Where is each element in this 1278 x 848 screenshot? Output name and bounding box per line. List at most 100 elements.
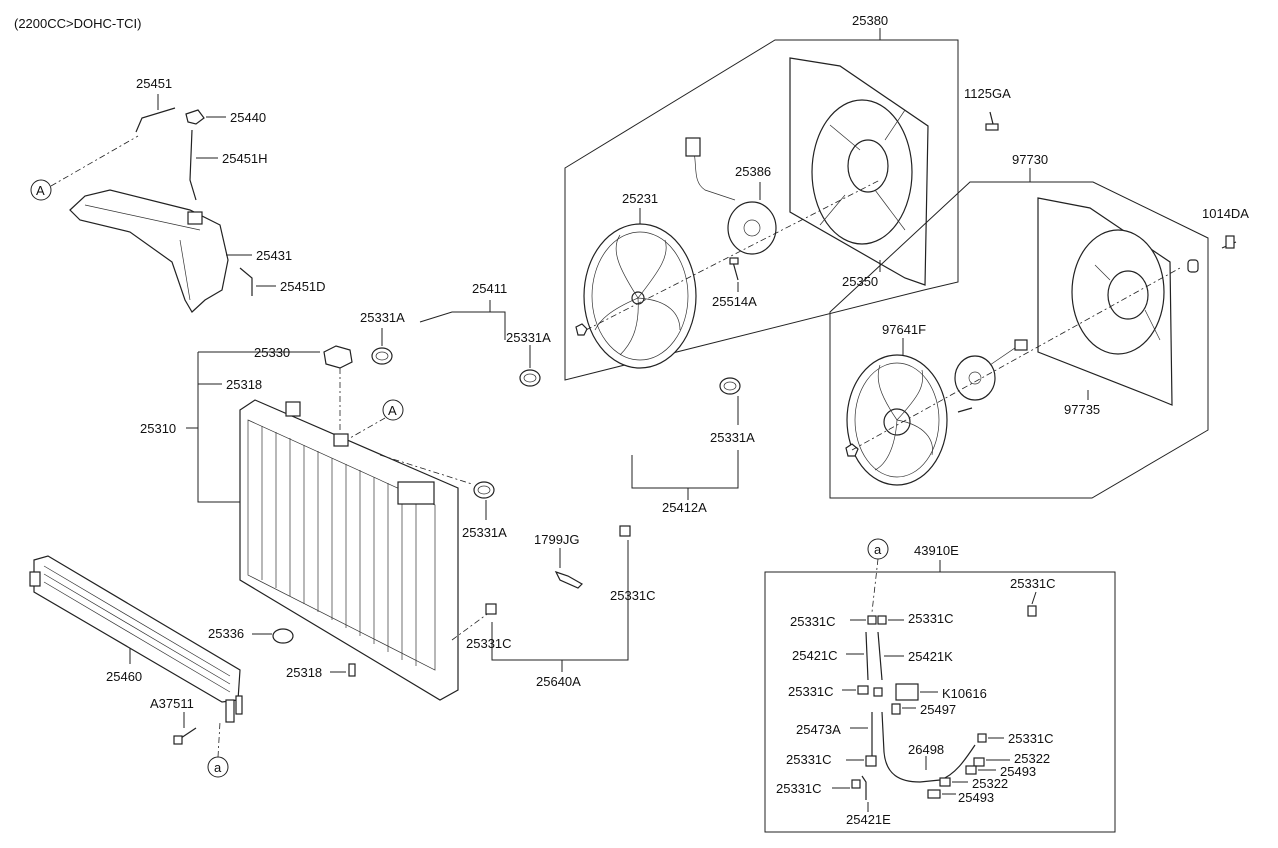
kit-label-25421k[interactable]: 25421K bbox=[908, 649, 953, 664]
ref-label-a-kit: a bbox=[874, 542, 882, 557]
drain-plug-25318[interactable] bbox=[348, 663, 356, 677]
clamp-25331a-2[interactable] bbox=[519, 369, 541, 387]
part-label-25331a-4[interactable]: 25331A bbox=[462, 525, 507, 540]
kit-hose-25421e[interactable] bbox=[851, 775, 867, 800]
part-label-25451h[interactable]: 25451H bbox=[222, 151, 268, 166]
bolt-1014da[interactable] bbox=[1187, 235, 1237, 273]
upper-hose-25411[interactable] bbox=[392, 324, 526, 378]
part-label-25412a[interactable]: 25412A bbox=[662, 500, 707, 515]
part-label-25310[interactable]: 25310 bbox=[140, 421, 176, 436]
radiator-cap-25330[interactable] bbox=[323, 345, 353, 369]
clamp-25331c-1[interactable] bbox=[619, 525, 631, 537]
aux-fan-97641f[interactable] bbox=[846, 354, 948, 486]
kit-label-25322-a[interactable]: 25322 bbox=[1014, 751, 1050, 766]
bolt-a37511[interactable] bbox=[173, 727, 197, 745]
part-label-25460[interactable]: 25460 bbox=[106, 669, 142, 684]
part-label-1014da[interactable]: 1014DA bbox=[1202, 206, 1249, 221]
kit-label-25421c[interactable]: 25421C bbox=[792, 648, 838, 663]
part-label-25411[interactable]: 25411 bbox=[472, 281, 507, 296]
part-label-25231[interactable]: 25231 bbox=[622, 191, 658, 206]
clamp-25331a-1[interactable] bbox=[371, 347, 393, 365]
part-label-97730[interactable]: 97730 bbox=[1012, 152, 1048, 167]
aux-fan-shroud[interactable] bbox=[1037, 197, 1173, 406]
reference-a-mid[interactable] bbox=[382, 399, 404, 421]
clamp-25331a-3[interactable] bbox=[719, 377, 741, 395]
kit-label-25331c-f[interactable]: 25331C bbox=[786, 752, 832, 767]
kit-label-25421e[interactable]: 25421E bbox=[846, 812, 891, 827]
kit-clamp-mid[interactable] bbox=[857, 685, 883, 697]
kit-label-25473a[interactable]: 25473A bbox=[796, 722, 841, 737]
coolant-reservoir-25431[interactable] bbox=[69, 189, 229, 313]
kit-bracket-k10616[interactable] bbox=[891, 683, 919, 715]
clamp-25331a-4[interactable] bbox=[473, 481, 495, 499]
part-label-25331c-1[interactable]: 25331C bbox=[610, 588, 656, 603]
part-label-25640a[interactable]: 25640A bbox=[536, 674, 581, 689]
mount-25336[interactable] bbox=[272, 628, 294, 644]
part-label-25331a-3[interactable]: 25331A bbox=[710, 430, 755, 445]
kit-label-k10616[interactable]: K10616 bbox=[942, 686, 987, 701]
part-label-25336[interactable]: 25336 bbox=[208, 626, 244, 641]
radiator-25310[interactable] bbox=[239, 399, 459, 701]
reference-a-upper[interactable] bbox=[30, 179, 52, 201]
kit-clamp-low[interactable] bbox=[865, 755, 877, 767]
part-label-25440[interactable]: 25440 bbox=[230, 110, 266, 125]
clamp-25331c-2[interactable] bbox=[485, 603, 497, 615]
part-label-97735[interactable]: 97735 bbox=[1064, 402, 1100, 417]
hose-25640a[interactable] bbox=[490, 535, 623, 620]
hose-25451d[interactable] bbox=[239, 267, 253, 296]
cooling-fan-25231[interactable] bbox=[583, 223, 697, 369]
kit-hoses-25421[interactable] bbox=[865, 631, 883, 681]
part-label-25380[interactable]: 25380 bbox=[852, 13, 888, 28]
part-label-25318-top[interactable]: 25318 bbox=[226, 377, 262, 392]
reservoir-cap-25440[interactable] bbox=[185, 109, 205, 125]
kit-label-25331c-right-mid[interactable]: 25331C bbox=[1008, 731, 1054, 746]
aux-fan-box bbox=[829, 181, 1209, 499]
kit-label-25331c-a[interactable]: 25331C bbox=[790, 614, 836, 629]
kit-clamp-top[interactable] bbox=[867, 615, 887, 625]
part-label-43910e[interactable]: 43910E bbox=[914, 543, 959, 558]
part-label-25331c-2[interactable]: 25331C bbox=[466, 636, 512, 651]
part-label-25451[interactable]: 25451 bbox=[136, 76, 172, 91]
kit-label-25331c-c[interactable]: 25331C bbox=[788, 684, 834, 699]
kit-label-25331c-right-top[interactable]: 25331C bbox=[1010, 576, 1056, 591]
part-label-25514a[interactable]: 25514A bbox=[712, 294, 757, 309]
part-label-25331a-1[interactable]: 25331A bbox=[360, 310, 405, 325]
part-label-25386[interactable]: 25386 bbox=[735, 164, 771, 179]
part-label-25331a-2[interactable]: 25331A bbox=[506, 330, 551, 345]
oil-cooler-25460[interactable] bbox=[29, 555, 243, 723]
bolt-1125ga[interactable] bbox=[985, 111, 999, 131]
fan-nut-25231[interactable] bbox=[575, 323, 588, 336]
overflow-hose-25451[interactable] bbox=[135, 107, 176, 133]
part-label-25330[interactable]: 25330 bbox=[254, 345, 290, 360]
part-label-1799jg[interactable]: 1799JG bbox=[534, 532, 580, 547]
hose-25451h[interactable] bbox=[189, 129, 197, 201]
engine-spec-label: (2200CC>DOHC-TCI) bbox=[14, 16, 142, 31]
kit-label-25331c-b[interactable]: 25331C bbox=[908, 611, 954, 626]
kit-label-25493-a[interactable]: 25493 bbox=[1000, 764, 1036, 779]
ref-label-a-lower-left: a bbox=[214, 760, 222, 775]
ref-label-a-mid: A bbox=[388, 403, 397, 418]
kit-pipe-26498[interactable] bbox=[881, 711, 976, 783]
aux-fan-motor[interactable] bbox=[954, 339, 1028, 413]
screw-25514a[interactable] bbox=[729, 257, 739, 281]
part-label-25318-bot[interactable]: 25318 bbox=[286, 665, 322, 680]
kit-label-26498[interactable]: 26498 bbox=[908, 742, 944, 757]
kit-hose-25331c-right[interactable] bbox=[976, 605, 1037, 743]
part-label-1125ga[interactable]: 1125GA bbox=[964, 86, 1011, 101]
kit-label-25322-b[interactable]: 25322 bbox=[972, 776, 1008, 791]
kit-label-25497[interactable]: 25497 bbox=[920, 702, 956, 717]
fan-assembly-box bbox=[564, 39, 959, 381]
part-label-97641f[interactable]: 97641F bbox=[882, 322, 926, 337]
part-label-25431[interactable]: 25431 bbox=[256, 248, 292, 263]
part-label-a37511[interactable]: A37511 bbox=[150, 696, 194, 711]
part-label-25451d[interactable]: 25451D bbox=[280, 279, 326, 294]
kit-label-25331c-g[interactable]: 25331C bbox=[776, 781, 822, 796]
kit-label-25493-b[interactable]: 25493 bbox=[958, 790, 994, 805]
part-label-25350[interactable]: 25350 bbox=[842, 274, 878, 289]
fan-motor[interactable] bbox=[685, 137, 777, 255]
kit-fittings-25322[interactable] bbox=[927, 757, 985, 799]
clip-1799jg[interactable] bbox=[554, 570, 583, 589]
fan-shroud[interactable] bbox=[789, 57, 929, 286]
lower-hose-25412a[interactable] bbox=[493, 393, 722, 477]
